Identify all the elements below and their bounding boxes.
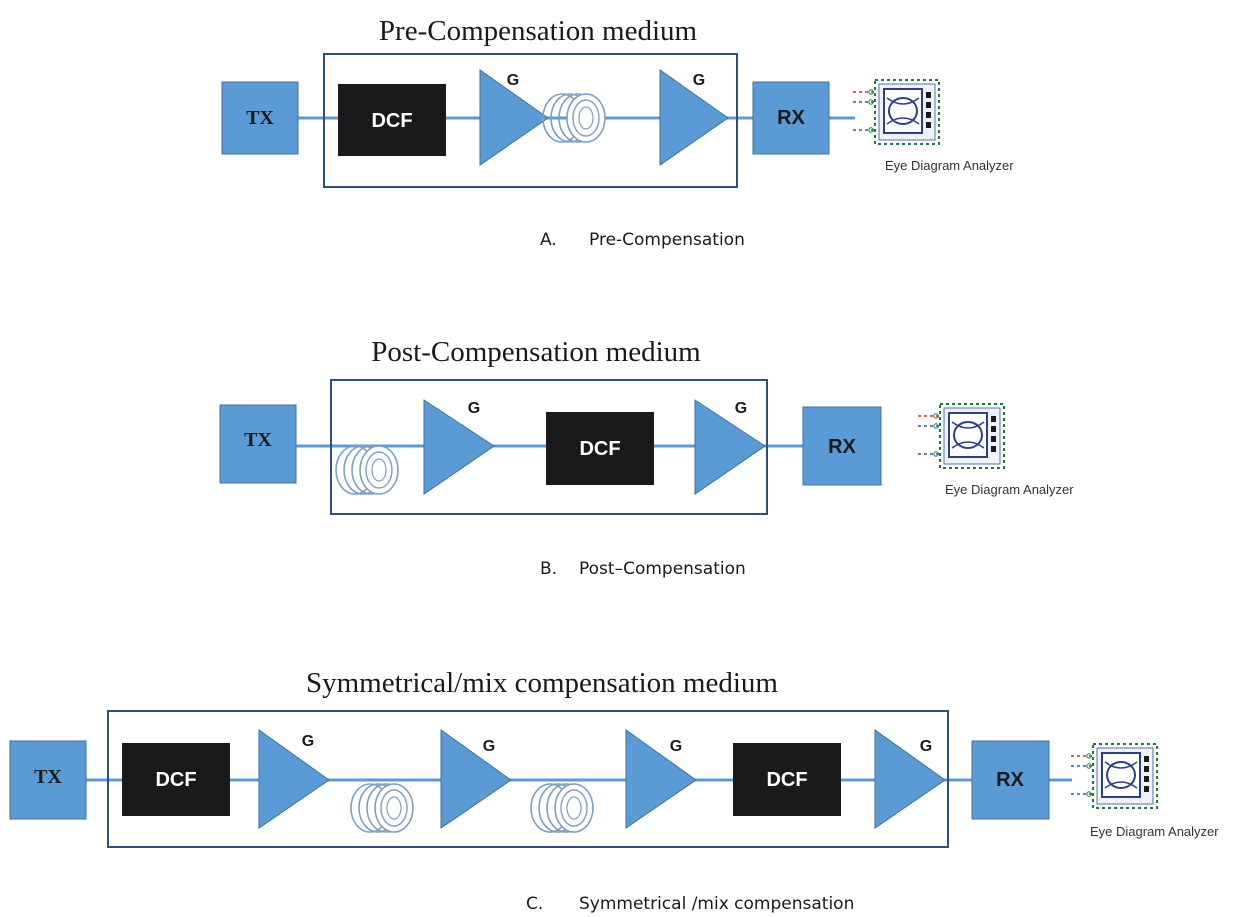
diagram-b-caption-letter: B. xyxy=(540,559,557,579)
diagram-a-amp1-gain: G xyxy=(507,72,519,89)
diagram-b-amp1-gain: G xyxy=(468,400,480,417)
diagram-b-amp2-gain: G xyxy=(735,400,747,417)
amplifier-triangle-icon xyxy=(258,729,330,829)
diagram-c-caption-text: Symmetrical /mix compensation xyxy=(579,894,854,914)
diagram-a-tx-label: TX xyxy=(246,107,274,129)
diagram-b-medium-box xyxy=(330,379,768,515)
diagram-a-dcf-label: DCF xyxy=(371,110,412,132)
eye-diagram-analyzer-icon xyxy=(852,79,940,145)
diagram-b-title: Post-Compensation medium xyxy=(371,336,701,368)
amplifier-triangle-icon xyxy=(479,69,549,166)
amplifier-triangle-icon xyxy=(440,729,512,829)
diagram-c-dcf1-block xyxy=(122,743,230,816)
eye-diagram-analyzer-icon xyxy=(1070,743,1158,809)
diagram-b-rx-label: RX xyxy=(828,436,856,458)
diagram-a-analyzer-label: Eye Diagram Analyzer xyxy=(885,158,1014,173)
diagram-c-amp2-gain: G xyxy=(483,738,495,755)
diagram-post-compensation: Post-Compensation medium TX G DCF G RX E… xyxy=(219,336,1074,579)
diagram-c-rx-block xyxy=(971,740,1050,820)
diagram-b-caption-text: Post–Compensation xyxy=(579,559,746,579)
diagram-c-tx-block xyxy=(9,740,87,820)
diagram-c-amp1-gain: G xyxy=(302,733,314,750)
diagram-a-rx-label: RX xyxy=(777,107,805,129)
diagram-a-caption-letter: A. xyxy=(540,230,557,250)
fiber-spool-icon xyxy=(350,783,414,833)
diagram-b-tx-block xyxy=(219,404,297,484)
diagram-a-rx-block xyxy=(752,81,830,155)
diagram-a-title: Pre-Compensation medium xyxy=(379,15,698,47)
diagram-c-dcf2-block xyxy=(733,743,841,816)
amplifier-triangle-icon xyxy=(659,69,729,166)
diagram-a-medium-box xyxy=(323,53,738,188)
diagram-c-medium-box xyxy=(107,710,949,848)
diagram-c-dcf2-label: DCF xyxy=(766,769,807,791)
diagram-a-dcf-block xyxy=(338,84,446,156)
eye-diagram-analyzer-icon xyxy=(917,403,1005,469)
amplifier-triangle-icon xyxy=(423,399,495,495)
diagram-b-analyzer-label: Eye Diagram Analyzer xyxy=(945,482,1074,497)
diagram-a-amp2-gain: G xyxy=(693,72,705,89)
diagram-pre-compensation: Pre-Compensation medium TX DCF G G RX Ey… xyxy=(221,15,1014,250)
diagram-b-dcf-block xyxy=(546,412,654,485)
fiber-spool-icon xyxy=(530,783,594,833)
diagram-b-dcf-label: DCF xyxy=(579,438,620,460)
diagram-b-tx-label: TX xyxy=(244,429,272,451)
diagram-c-caption-letter: C. xyxy=(526,894,543,914)
fiber-spool-icon xyxy=(335,445,399,495)
diagram-a-tx-block xyxy=(221,81,299,155)
diagram-a-caption-text: Pre-Compensation xyxy=(589,230,745,250)
amplifier-triangle-icon xyxy=(874,729,946,829)
diagram-c-dcf1-label: DCF xyxy=(155,769,196,791)
amplifier-triangle-icon xyxy=(625,729,697,829)
diagram-symmetrical-compensation: Symmetrical/mix compensation medium TX D… xyxy=(9,667,1219,914)
diagram-c-title: Symmetrical/mix compensation medium xyxy=(306,667,778,699)
diagram-c-rx-label: RX xyxy=(996,769,1024,791)
diagram-c-amp4-gain: G xyxy=(920,738,932,755)
diagram-b-rx-block xyxy=(802,406,882,486)
diagram-c-tx-label: TX xyxy=(34,766,62,788)
amplifier-triangle-icon xyxy=(694,399,766,495)
diagram-c-amp3-gain: G xyxy=(670,738,682,755)
diagram-c-analyzer-label: Eye Diagram Analyzer xyxy=(1090,824,1219,839)
